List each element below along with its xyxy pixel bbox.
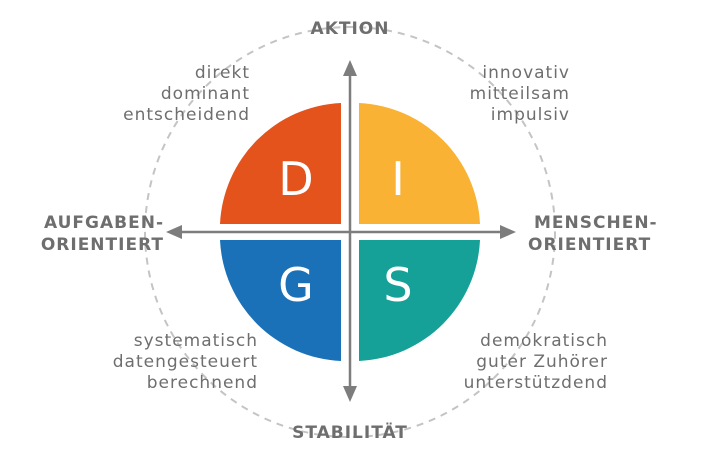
trait-g-2: datengesteuert [112,352,258,372]
arrow-right-icon [500,225,516,239]
outer-dashed-circle [144,26,556,438]
trait-i-1: innovativ [482,63,570,83]
trait-d-1: direkt [194,63,250,83]
axis-label-top: AKTION [310,19,390,39]
quadrant-s-shape [359,240,480,361]
quadrant-i-shape [359,103,480,224]
trait-s-3: unterstützdend [463,373,608,393]
trait-g-3: berechnend [146,373,258,393]
axis-label-left-line2: ORIENTIERT [40,235,164,255]
traits-i: innovativ mitteilsam impulsiv [444,63,570,126]
traits-d: direkt dominant entscheidend [96,63,250,126]
trait-d-2: dominant [160,84,250,104]
quadrant-d-shape [220,103,341,224]
traits-g: systematisch datengesteuert berechnend [86,331,258,394]
arrow-up-icon [343,60,357,76]
trait-s-1: demokratisch [480,331,608,351]
quadrant-g-letter: G [278,258,314,312]
trait-g-1: systematisch [133,331,258,351]
quadrant-g-shape [220,240,341,361]
trait-s-2: guter Zuhörer [476,352,608,372]
trait-i-3: impulsiv [490,105,570,125]
arrow-down-icon [343,386,357,402]
quadrant-d-letter: D [278,152,314,206]
axis-label-left: AUFGABEN- ORIENTIERT [18,212,164,256]
axis-label-right: MENSCHEN- ORIENTIERT [528,212,688,256]
axis-label-left-line1: AUFGABEN- [43,213,164,233]
quadrant-i-letter: I [391,152,405,206]
axis-label-right-line2: ORIENTIERT [528,235,652,255]
axis-label-right-line1: MENSCHEN- [534,213,658,233]
arrow-left-icon [166,225,182,239]
trait-i-2: mitteilsam [469,84,570,104]
quadrant-s-letter: S [383,258,413,312]
axis-label-bottom: STABILITÄT [292,423,408,443]
trait-d-3: entscheidend [123,105,250,125]
traits-s: demokratisch guter Zuhörer unterstützden… [430,331,608,394]
